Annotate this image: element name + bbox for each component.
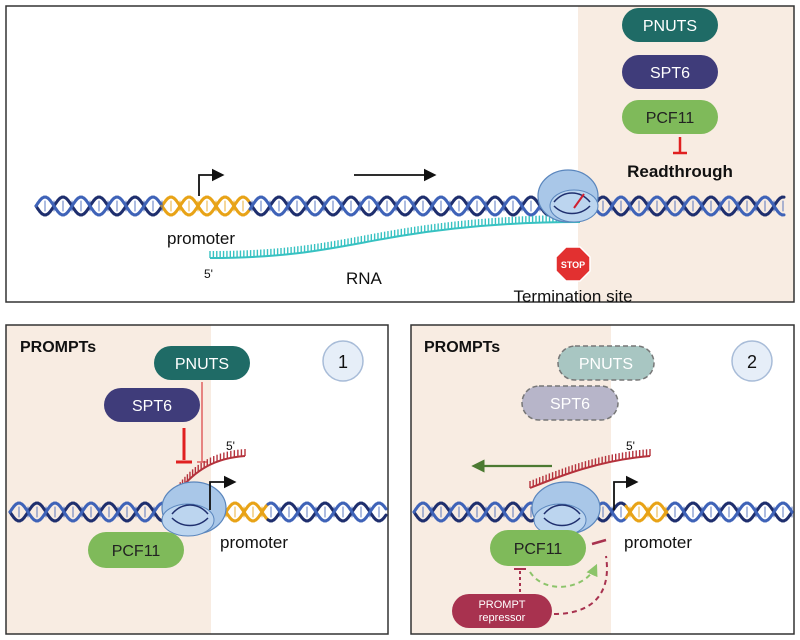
panel1-promoter-label: promoter (220, 533, 288, 552)
panel2-promoter-label: promoter (624, 533, 692, 552)
panel-1: PROMPTs 1 PNUTS SPT6 5' (5, 324, 389, 635)
svg-text:PNUTS: PNUTS (175, 356, 229, 373)
panel2-factor-pnuts-faded: PNUTS (557, 345, 655, 381)
panel2-five-prime: 5' (626, 439, 635, 453)
panel2-repressor-loop (553, 555, 608, 615)
prompt-repressor: PROMPT repressor (452, 594, 552, 628)
panel1-factor-pnuts: PNUTS (154, 346, 250, 380)
panel1-tss-arrow (209, 475, 237, 510)
panel2-title: PROMPTs (424, 339, 500, 356)
stop-sign-icon: STOP (555, 246, 591, 282)
panel1-five-prime: 5' (226, 439, 235, 453)
top-tss-arrow (198, 168, 225, 196)
top-factor-pnuts: PNUTS (622, 8, 718, 42)
svg-text:2: 2 (747, 352, 757, 372)
svg-text:PCF11: PCF11 (646, 110, 695, 127)
svg-text:PROMPT: PROMPT (478, 599, 525, 611)
panel-2: PROMPTs 2 PNUTS SPT6 5' (410, 324, 795, 635)
panel2-factor-pcf11: PCF11 (490, 530, 586, 566)
svg-text:SPT6: SPT6 (550, 396, 590, 413)
top-panel: promoter 5' RNA STOP Termination site PN… (5, 5, 795, 306)
top-polymerase (537, 169, 599, 223)
panel2-repressor-inhibit-icon (514, 568, 526, 592)
panel1-frame (5, 324, 389, 635)
top-promoter-label: promoter (167, 229, 235, 248)
stop-sign-text: STOP (561, 260, 585, 270)
panel2-repressor-bar-icon (591, 538, 607, 546)
panel1-factor-pcf11: PCF11 (88, 532, 184, 568)
top-rna-strand (209, 221, 581, 259)
panel1-spt6-inhibit-icon (176, 428, 192, 464)
svg-text:SPT6: SPT6 (132, 398, 172, 415)
top-rna-label: RNA (346, 269, 383, 288)
panel1-pnuts-inhibit-icon (197, 382, 207, 463)
panel1-rna-ticks (177, 449, 246, 492)
termination-label: Termination site (513, 287, 632, 306)
panel2-polymerase (531, 481, 601, 537)
svg-text:PCF11: PCF11 (112, 543, 161, 560)
panel1-factor-spt6: SPT6 (104, 388, 200, 422)
svg-text:PNUTS: PNUTS (579, 356, 633, 373)
panel1-title: PROMPTs (20, 339, 96, 356)
panel2-factor-spt6-faded: SPT6 (521, 385, 619, 421)
readthrough-inhibit-icon (673, 137, 687, 155)
svg-text:PNUTS: PNUTS (643, 18, 697, 35)
panel2-number-badge: 2 (731, 340, 773, 382)
panel1-number-badge: 1 (322, 340, 364, 382)
top-five-prime: 5' (204, 267, 213, 281)
svg-text:1: 1 (338, 352, 348, 372)
panel2-tss-arrow (613, 475, 639, 510)
top-factor-pcf11: PCF11 (622, 100, 718, 134)
top-factor-spt6: SPT6 (622, 55, 718, 89)
panel2-activation-arrow (529, 563, 598, 588)
top-panel-frame (5, 5, 795, 303)
svg-text:repressor: repressor (479, 612, 526, 624)
panel1-polymerase (161, 481, 227, 537)
svg-text:SPT6: SPT6 (650, 65, 690, 82)
top-rna-ticks (209, 215, 581, 258)
panel2-frame (410, 324, 795, 635)
readthrough-label: Readthrough (627, 162, 733, 181)
svg-text:PCF11: PCF11 (514, 541, 563, 558)
panel2-rna-ticks (529, 449, 651, 488)
